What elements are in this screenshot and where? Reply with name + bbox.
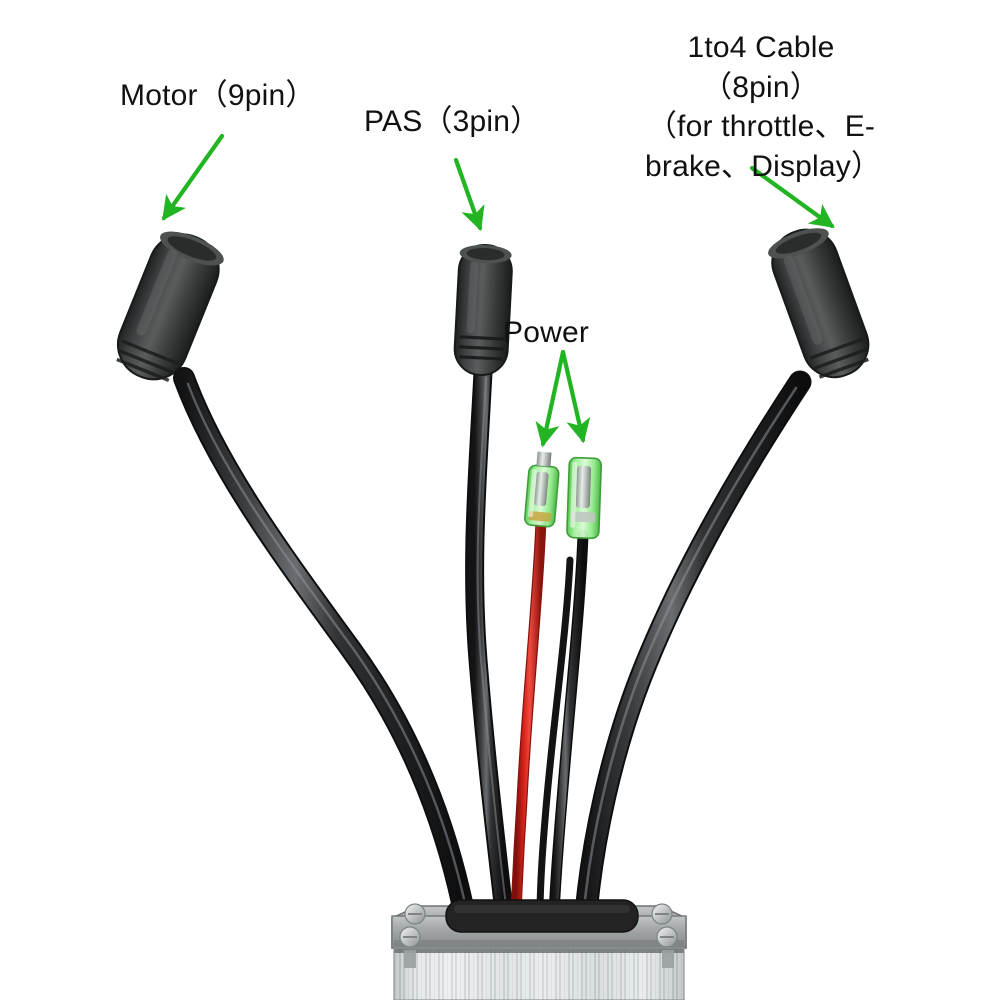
one-to-four-label-line-3: brake、Display） <box>645 149 882 183</box>
motor-cable-highlight <box>175 369 473 921</box>
arrow-power-negative <box>560 349 591 444</box>
screw-top-left <box>404 903 426 925</box>
motor-cable-label: Motor（9pin） <box>120 79 316 112</box>
pas-cable-label: PAS（3pin） <box>364 105 541 138</box>
one-to-four-label-line-1: 1to4 Cable（8pin） <box>687 31 835 104</box>
arrow-motor <box>161 133 225 221</box>
cable-grommet <box>445 899 639 933</box>
auxiliary-black-lead <box>536 556 574 920</box>
motor-controller-housing <box>391 899 687 1000</box>
pas-cable-specular <box>476 377 507 907</box>
screw-bottom-right <box>656 926 678 948</box>
housing-screws <box>399 903 678 948</box>
one-to-four-cable-label: 1to4 Cable（8pin） （for throttle、E- brake、… <box>645 28 882 186</box>
motor-connector <box>116 231 224 382</box>
screw-bottom-left <box>399 926 421 948</box>
one-to-four-cable <box>574 370 812 926</box>
arrow-one-to-four <box>749 165 835 229</box>
annotation-arrows <box>161 133 835 448</box>
screw-top-right <box>651 903 673 925</box>
power-negative-bullet-connector <box>566 456 603 540</box>
arrow-power-positive <box>535 349 566 448</box>
cable-group <box>173 362 812 926</box>
pas-cable-highlight <box>467 364 512 920</box>
pas-connector <box>453 244 513 376</box>
motor-cable-specular <box>186 382 468 910</box>
power-cable-label: Power <box>503 316 590 349</box>
power-negative-wire-fill <box>550 531 587 920</box>
power-positive-wire-fill <box>511 515 546 921</box>
one-to-four-cable-specular <box>582 386 798 912</box>
one-to-four-connector <box>768 228 870 379</box>
arrow-pas <box>453 157 485 232</box>
one-to-four-label-line-2: （for throttle、E- <box>646 110 876 144</box>
power-positive-bullet-connector <box>523 451 560 528</box>
one-to-four-cable-highlight <box>576 372 810 924</box>
